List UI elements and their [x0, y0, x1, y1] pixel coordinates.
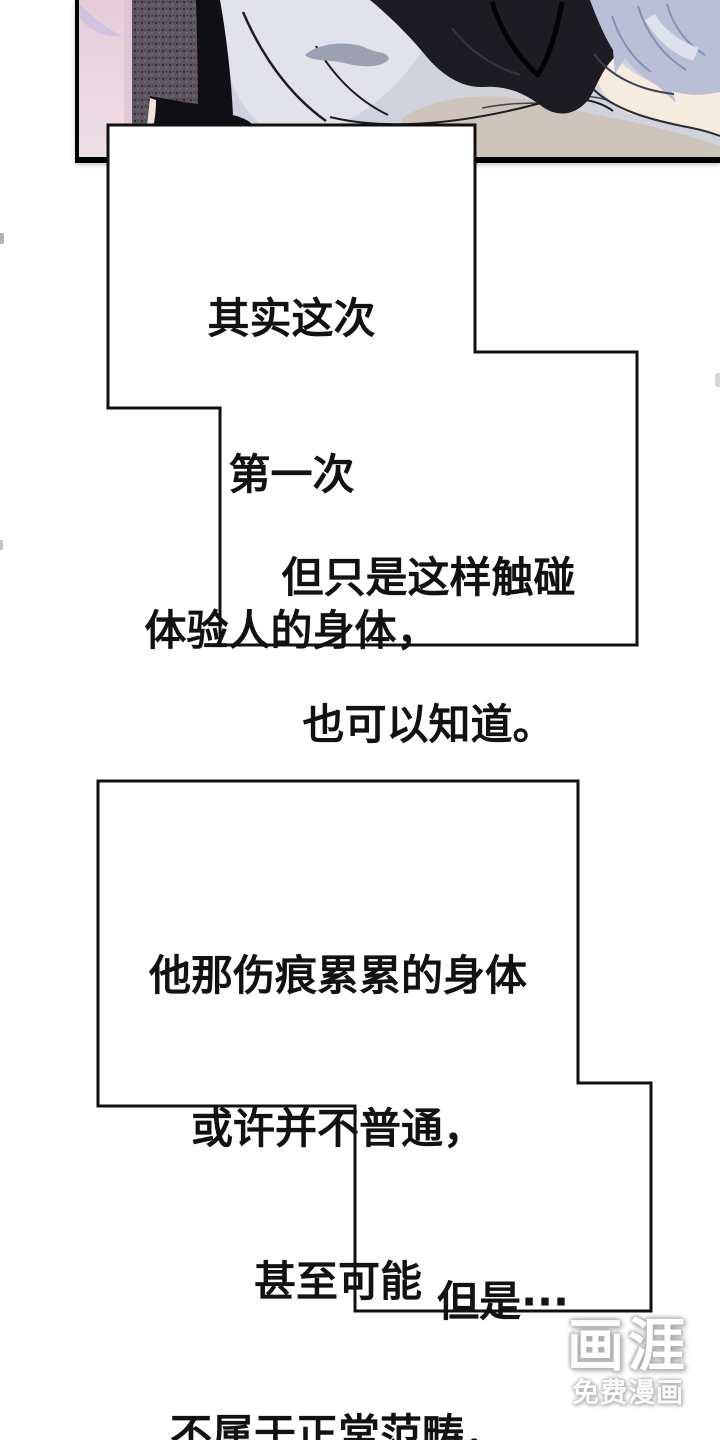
black-cloth [150, 0, 254, 127]
narration-line: 其实这次 [207, 294, 376, 343]
narration-text-2a: 他那伤痕累累的身体 或许并不普通， 甚至可能 不属于正常范畴， [98, 848, 578, 1440]
narration-line: 但只是这样触碰 [281, 553, 576, 602]
narration-text-2b: 但是··· [355, 1177, 651, 1427]
sheet-sliver [147, 98, 156, 127]
pillow-shadow-blob [305, 43, 389, 67]
pillow-fold-line [241, 11, 327, 123]
black-garment [370, 0, 645, 114]
garment-strap [534, 1, 565, 78]
speech-bubble-2 [96, 779, 653, 1313]
speech-bubble-1 [106, 123, 639, 647]
warm-blanket [396, 96, 720, 157]
garment-seam [451, 27, 521, 76]
skin-outline [591, 87, 720, 137]
narration-line: 甚至可能 [253, 1257, 422, 1306]
narration-line: 他那伤痕累累的身体 [148, 951, 527, 1000]
edge-mark-left [0, 233, 4, 244]
narration-line: 也可以知道。 [302, 700, 555, 749]
hair-strand-line [637, 5, 687, 71]
watermark-logo: 画涯 [567, 1313, 689, 1379]
narration-line: 体验人的身体， [144, 606, 439, 655]
hair-outline [593, 53, 675, 95]
wall-light-streak [79, 4, 122, 37]
skin-area [594, 38, 720, 136]
quilted-fabric [132, 0, 215, 127]
narration-line: 第一次 [228, 450, 355, 499]
narration-line: 但是··· [437, 1277, 569, 1326]
narration-line: 或许并不普通， [190, 1104, 485, 1153]
hair-strand-line [611, 15, 652, 73]
garment-strap [489, 1, 541, 78]
watermark-tagline: 免费漫画 [572, 1378, 684, 1409]
narration-line: 不属于正常范畴， [169, 1410, 506, 1440]
edge-mark-right [715, 373, 720, 387]
narration-text-1a: 其实这次 第一次 体验人的身体， [108, 189, 475, 761]
narration-text-1b: 但只是这样触碰 也可以知道。 [220, 455, 637, 847]
panel-border-left [75, 0, 79, 163]
edge-mark-left [0, 540, 3, 550]
hair-strand-line [666, 3, 706, 56]
comic-art-panel [75, 0, 720, 163]
hair [590, 0, 720, 103]
hair-highlight [645, 14, 699, 61]
